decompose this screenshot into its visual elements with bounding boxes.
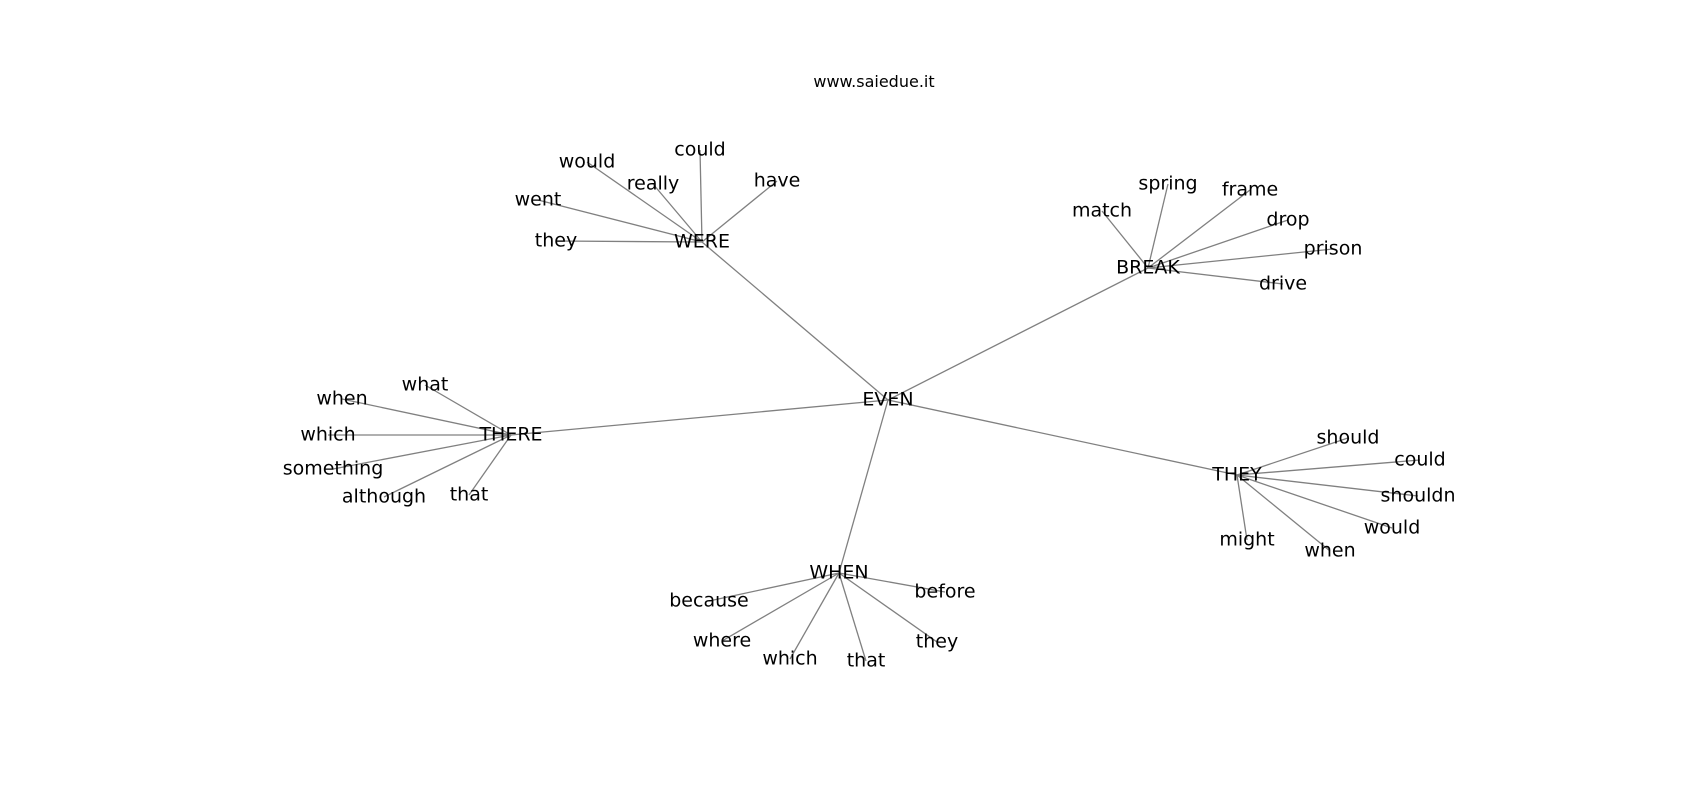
edge-break-to-match	[1101, 210, 1149, 269]
leaf-node-match: match	[1072, 200, 1132, 222]
hub-node-when: WHEN	[809, 562, 868, 584]
edge-there-to-what	[424, 384, 512, 436]
leaf-node-really: really	[627, 173, 680, 195]
edge-when-to-they	[838, 572, 938, 643]
edge-break-to-spring	[1147, 183, 1169, 269]
leaf-node-drive: drive	[1259, 273, 1307, 295]
hub-node-they: THEY	[1211, 464, 1262, 486]
center-node: EVEN	[862, 389, 913, 411]
leaf-node-because: because	[669, 590, 748, 612]
edge-when-to-because	[708, 572, 840, 602]
edge-there-to-that	[468, 434, 512, 496]
edge-center-to-there	[510, 399, 889, 436]
edge-center-to-when	[838, 399, 889, 574]
edge-they-to-would	[1236, 474, 1393, 529]
leaf-node-spring: spring	[1138, 173, 1197, 195]
edge-were-to-would	[586, 161, 703, 243]
leaf-node-before: before	[914, 581, 975, 603]
edge-they-to-might	[1236, 474, 1248, 541]
leaf-node-what: what	[402, 374, 449, 396]
hub-node-break: BREAK	[1116, 257, 1180, 279]
labels: would could really have went they WERE spring fr…	[283, 139, 1456, 672]
leaf-node-prison: prison	[1304, 238, 1363, 260]
edge-they-to-when	[1236, 474, 1331, 552]
edge-were-to-could	[699, 149, 703, 243]
leaf-node-would: would	[559, 151, 616, 173]
edge-there-to-although	[383, 434, 512, 498]
edge-break-to-drive	[1147, 267, 1284, 285]
edge-break-to-prison	[1147, 248, 1334, 269]
leaf-node-when: when	[316, 388, 367, 410]
edge-when-to-before	[838, 572, 946, 593]
hub-node-were: WERE	[674, 231, 730, 253]
leaf-node-something: something	[283, 458, 384, 480]
site-title: www.saiedue.it	[813, 72, 935, 91]
edge-they-to-should	[1236, 437, 1349, 476]
edge-were-to-have	[701, 180, 778, 243]
edge-center-to-were	[701, 241, 889, 401]
leaf-node-although: although	[342, 486, 426, 508]
leaf-node-where: where	[693, 630, 751, 652]
leaf-node-would: would	[1364, 517, 1421, 539]
leaf-node-could: could	[1394, 449, 1445, 471]
hub-node-there: THERE	[478, 424, 542, 446]
edge-center-to-they	[887, 399, 1238, 476]
edge-there-to-something	[332, 434, 512, 470]
edge-there-to-when	[341, 398, 512, 436]
edge-break-to-drop	[1147, 219, 1289, 269]
edge-they-to-shouldn	[1236, 474, 1419, 497]
leaf-node-should: should	[1317, 427, 1380, 449]
edge-were-to-went	[537, 199, 703, 243]
edges	[328, 149, 1421, 662]
leaf-node-drop: drop	[1266, 209, 1309, 231]
edge-center-to-break	[887, 267, 1149, 401]
leaf-node-they: they	[916, 631, 958, 653]
leaf-node-have: have	[754, 170, 801, 192]
leaf-node-could: could	[674, 139, 725, 161]
leaf-node-when: when	[1304, 540, 1355, 562]
edge-when-to-where	[721, 572, 840, 642]
leaf-node-which: which	[300, 424, 355, 446]
edge-when-to-which	[789, 572, 840, 660]
edge-were-to-they	[555, 240, 703, 243]
leaf-node-shouldn: shouldn	[1381, 485, 1456, 507]
leaf-node-that: that	[450, 484, 489, 506]
leaf-node-might: might	[1219, 529, 1274, 551]
leaf-node-which: which	[762, 648, 817, 670]
leaf-node-they: they	[535, 230, 577, 252]
edge-break-to-frame	[1147, 189, 1251, 269]
leaf-node-that: that	[847, 650, 886, 672]
leaf-node-went: went	[515, 189, 562, 211]
edge-they-to-could	[1236, 459, 1421, 476]
leaf-node-frame: frame	[1222, 179, 1278, 201]
edge-were-to-really	[652, 183, 703, 243]
edge-when-to-that	[838, 572, 867, 662]
